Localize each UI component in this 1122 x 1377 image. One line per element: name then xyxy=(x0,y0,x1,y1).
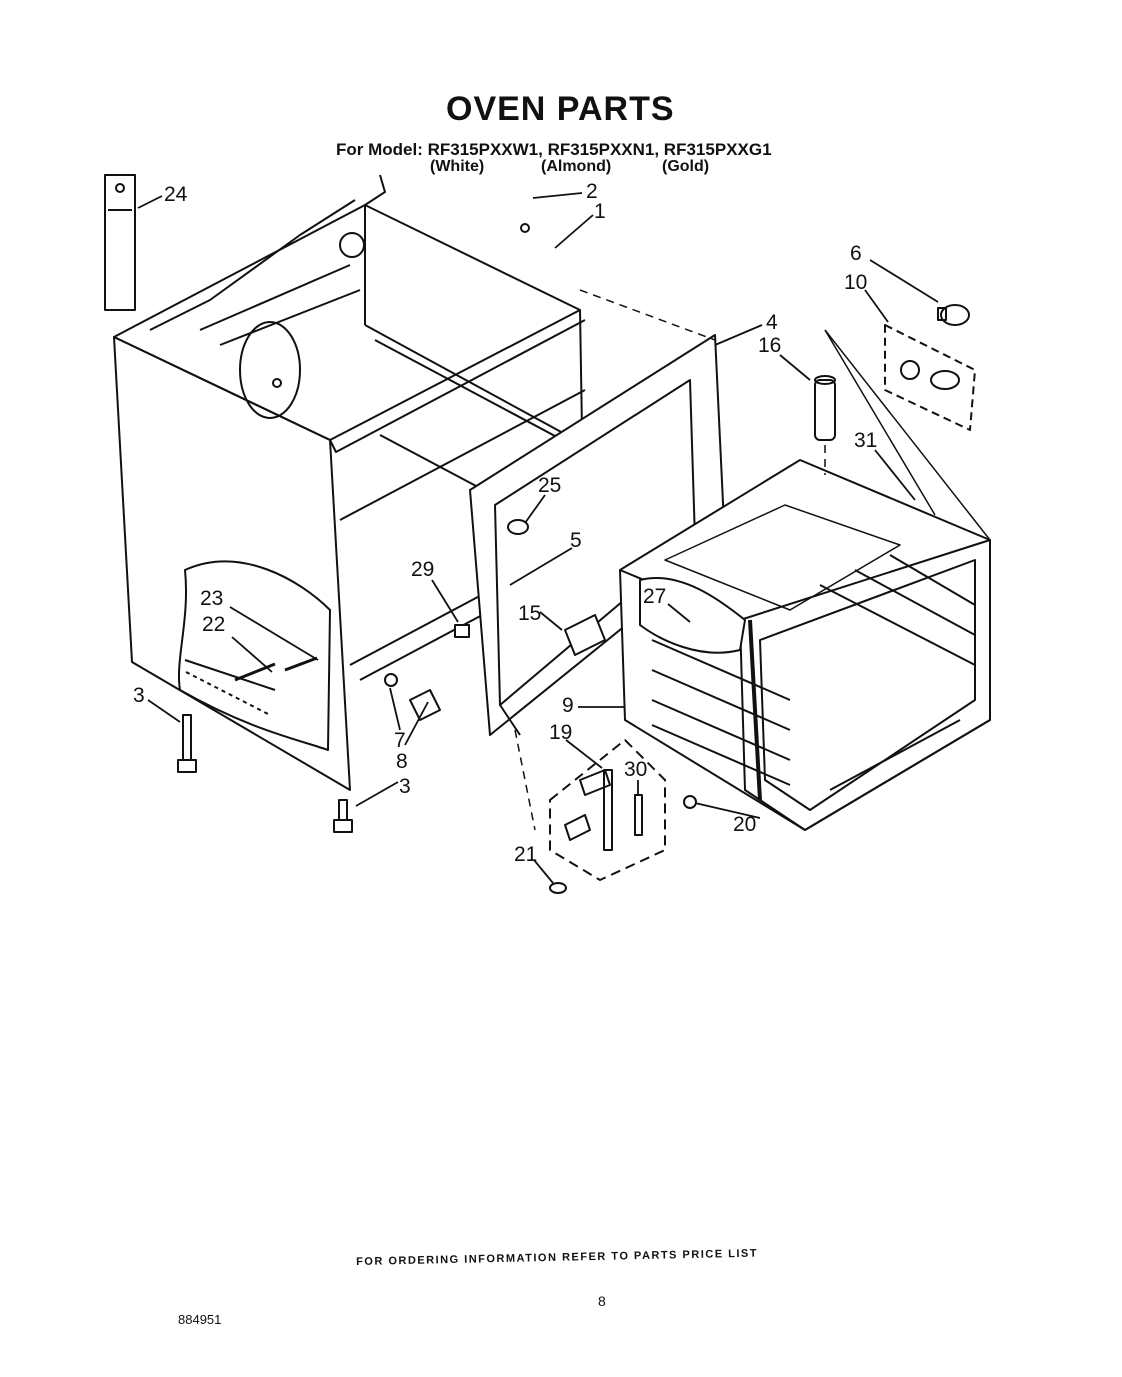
label-16: 16 xyxy=(758,334,781,357)
part-29 xyxy=(454,624,470,638)
part-7 xyxy=(384,673,398,687)
leveling-legs xyxy=(177,714,353,833)
label-23: 23 xyxy=(200,587,223,610)
label-22: 22 xyxy=(202,613,225,636)
label-7: 7 xyxy=(394,729,406,752)
light-socket-kit xyxy=(884,324,976,431)
vent-tube xyxy=(814,375,836,441)
label-3-bottom: 3 xyxy=(399,775,411,798)
label-4: 4 xyxy=(766,311,778,334)
label-5: 5 xyxy=(570,529,582,552)
label-8: 8 xyxy=(396,750,408,773)
label-24: 24 xyxy=(164,183,188,206)
part-24-strip xyxy=(104,174,136,311)
document-code: 884951 xyxy=(178,1312,222,1327)
label-3-left: 3 xyxy=(133,684,145,707)
part-8 xyxy=(409,689,441,721)
color-almond: (Almond) xyxy=(541,158,612,175)
label-27: 27 xyxy=(643,585,666,608)
label-30: 30 xyxy=(624,758,647,781)
label-25: 25 xyxy=(538,474,561,497)
screw-2 xyxy=(520,223,530,233)
label-19: 19 xyxy=(549,721,572,744)
label-29: 29 xyxy=(411,558,434,581)
oven-liner xyxy=(619,459,991,831)
screw-20 xyxy=(683,795,697,809)
part-25 xyxy=(507,519,529,535)
model-numbers: For Model: RF315PXXW1, RF315PXXN1, RF315… xyxy=(336,140,772,159)
label-10: 10 xyxy=(844,271,867,294)
light-bulb xyxy=(937,304,970,326)
spring-23 xyxy=(284,656,318,672)
leader-arrows xyxy=(137,192,939,884)
label-1: 1 xyxy=(594,200,606,223)
label-20: 20 xyxy=(733,813,756,836)
part-27-hinge xyxy=(639,577,746,654)
label-9: 9 xyxy=(562,694,574,717)
page-number: 8 xyxy=(598,1293,606,1309)
part-21 xyxy=(549,882,567,894)
label-2: 2 xyxy=(586,180,598,203)
color-white: (White) xyxy=(430,158,485,175)
label-21: 21 xyxy=(514,843,537,866)
page-title: OVEN PARTS xyxy=(446,90,675,128)
part-15 xyxy=(564,614,606,656)
spring-22 xyxy=(234,662,276,682)
part-number-labels: 24 2 1 6 10 4 16 31 25 5 29 23 22 15 27 … xyxy=(133,180,877,866)
label-31: 31 xyxy=(854,429,877,452)
color-gold: (Gold) xyxy=(662,158,710,175)
latch-assembly xyxy=(549,739,666,881)
label-6: 6 xyxy=(850,242,862,265)
label-15: 15 xyxy=(518,602,541,625)
